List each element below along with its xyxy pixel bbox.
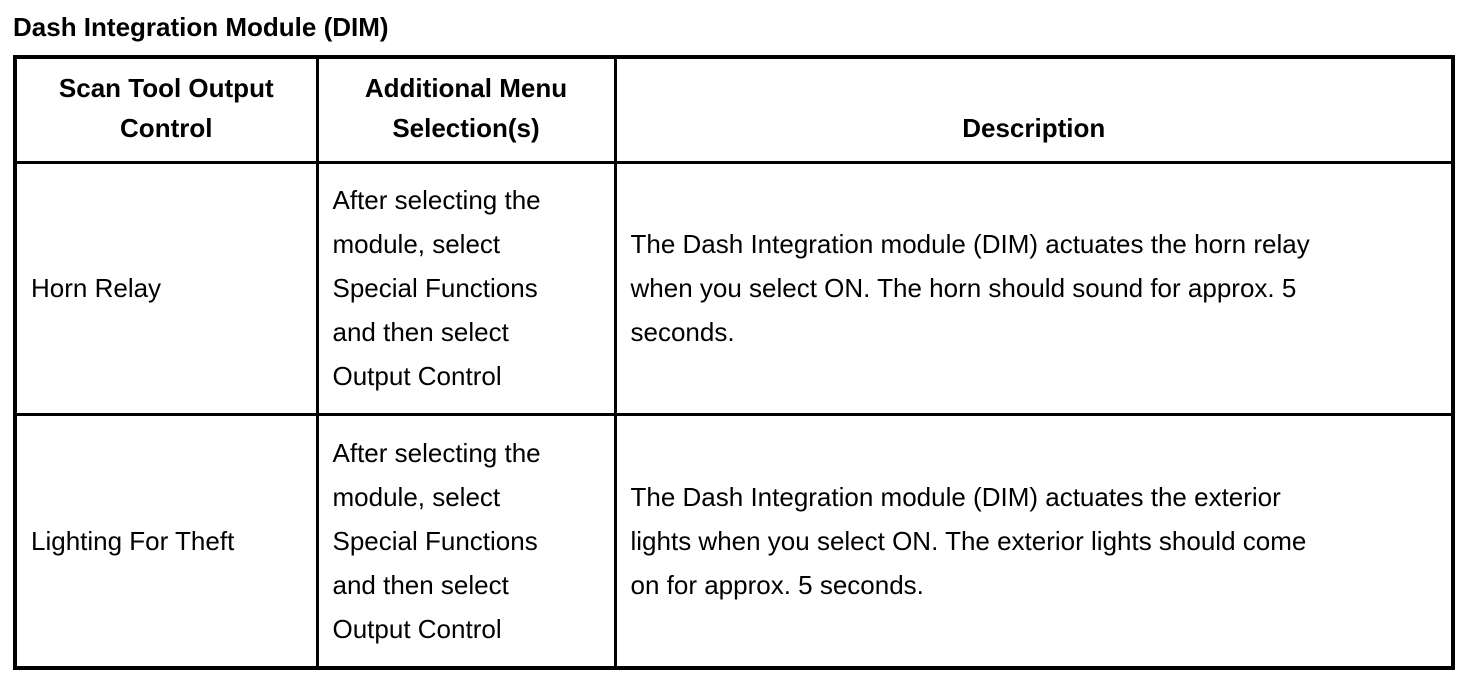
cell-description: The Dash Integration module (DIM) actuat… (613, 160, 1455, 416)
page-title: Dash Integration Module (DIM) (13, 12, 389, 42)
cell-menu-selection: After selecting the module, select Speci… (315, 412, 617, 670)
table-row-lighting-for-theft: Lighting For Theft After selecting the m… (13, 412, 1455, 670)
col-header-description: Description (613, 55, 1455, 164)
col-header-scan-tool-output-control: Scan Tool Output Control (13, 55, 319, 164)
header-row: Scan Tool Output Control Additional Menu… (13, 55, 1455, 164)
cell-output-control: Horn Relay (13, 160, 319, 416)
table-row-horn-relay: Horn Relay After selecting the module, s… (13, 160, 1455, 416)
cell-menu-selection: After selecting the module, select Speci… (315, 160, 617, 416)
dim-output-control-table: Scan Tool Output Control Additional Menu… (13, 55, 1455, 670)
cell-description: The Dash Integration module (DIM) actuat… (613, 412, 1455, 670)
table-header: Scan Tool Output Control Additional Menu… (13, 55, 1455, 164)
table-body: Horn Relay After selecting the module, s… (13, 160, 1455, 670)
cell-output-control: Lighting For Theft (13, 412, 319, 670)
col-header-additional-menu-selections: Additional Menu Selection(s) (315, 55, 617, 164)
